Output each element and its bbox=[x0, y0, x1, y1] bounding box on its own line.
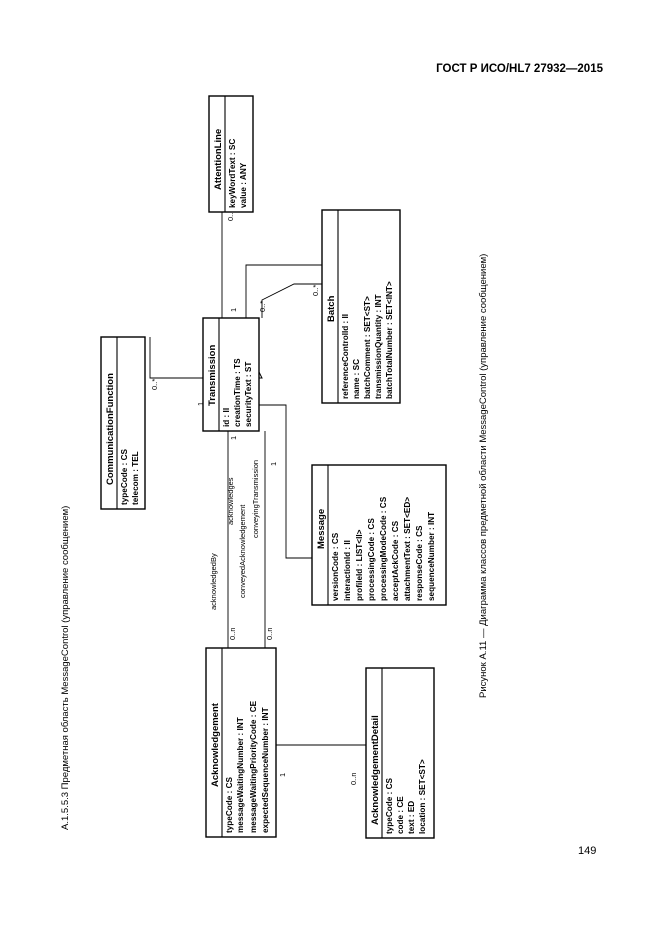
class-attribute: name : SC bbox=[352, 359, 361, 399]
class-attribute: referenceControlId : II bbox=[341, 314, 350, 399]
class-name: Transmission bbox=[207, 345, 218, 406]
class-acknowledgement-detail: AcknowledgementDetail typeCode : CS code… bbox=[365, 667, 435, 839]
class-attribute: batchTotalNumber : SET<INT> bbox=[385, 281, 394, 399]
class-communication-function: CommunicationFunction typeCode : CS tele… bbox=[100, 336, 146, 510]
class-attribute: interactionId : II bbox=[343, 540, 352, 601]
class-attribute: sequenceNumber : INT bbox=[427, 512, 436, 601]
multiplicity-label: 1 bbox=[196, 402, 205, 406]
role-labels: acknowledgedBy acknowledges conveyedAckn… bbox=[209, 460, 260, 610]
class-attribute: telecom : TEL bbox=[131, 451, 140, 505]
class-attribute: transmissionQuantity : INT bbox=[374, 294, 383, 399]
class-attribute: id : II bbox=[222, 408, 231, 427]
multiplicity-label: 0..n bbox=[226, 208, 235, 221]
class-attribute: value : ANY bbox=[239, 162, 248, 208]
class-attribute: messageWaitingNumber : INT bbox=[236, 717, 245, 833]
multiplicity-label: 0..n bbox=[228, 627, 237, 640]
role-conveying-transmission: conveyingTransmission bbox=[251, 460, 260, 538]
class-name: CommunicationFunction bbox=[105, 373, 116, 485]
class-name: Message bbox=[316, 509, 327, 549]
class-attention-line: AttentionLine keyWordText : SC value : A… bbox=[208, 95, 254, 213]
class-attribute: typeCode : CS bbox=[120, 449, 129, 505]
multiplicity-label: 0..* bbox=[150, 379, 159, 390]
class-attribute: batchComment : SET<ST> bbox=[363, 296, 372, 399]
multiplicity-label: 1 bbox=[229, 308, 238, 312]
class-attribute: processingModeCode : CS bbox=[379, 496, 388, 601]
class-name: Acknowledgement bbox=[210, 702, 221, 787]
class-name: Batch bbox=[326, 295, 337, 322]
multiplicity-label: 0..n bbox=[349, 772, 358, 785]
role-conveyed-acknowledgement: conveyedAcknowledgement bbox=[238, 504, 247, 598]
class-attribute: versionCode : CS bbox=[331, 532, 340, 601]
page-number: 149 bbox=[578, 845, 597, 857]
multiplicity-label: 1 bbox=[269, 462, 278, 466]
class-batch: Batch referenceControlId : II name : SC … bbox=[321, 209, 401, 404]
class-attribute: code : CE bbox=[396, 796, 405, 834]
association-lines bbox=[149, 212, 366, 746]
class-name: AttentionLine bbox=[213, 129, 224, 190]
class-message: Message versionCode : CS interactionId :… bbox=[311, 464, 447, 606]
class-acknowledgement: Acknowledgement typeCode : CS messageWai… bbox=[205, 647, 277, 838]
multiplicity-labels: 0..n 0..* 1 1 0..* 0..* 1 1 0..n 0..n 1 … bbox=[150, 208, 358, 785]
class-attribute: attachmentText : SET<ED> bbox=[403, 497, 412, 601]
communicationfunction-association bbox=[149, 337, 206, 379]
class-attribute: profileId : LIST<II> bbox=[355, 529, 364, 601]
multiplicity-label: 0..* bbox=[258, 301, 267, 312]
class-attribute: text : ED bbox=[407, 801, 416, 834]
class-attribute: securityText : ST bbox=[244, 362, 253, 427]
class-attribute: acceptAckCode : CS bbox=[391, 520, 400, 601]
class-name: AcknowledgementDetail bbox=[370, 715, 381, 825]
class-attribute: keyWordText : SC bbox=[228, 139, 237, 208]
multiplicity-label: 1 bbox=[229, 436, 238, 440]
role-acknowledged-by: acknowledgedBy bbox=[209, 553, 218, 610]
class-attribute: messageWaitingPriorityCode : CE bbox=[249, 700, 258, 833]
batch-composition bbox=[245, 264, 322, 318]
standard-header: ГОСТ Р ИСО/HL7 27932—2015 bbox=[436, 63, 603, 75]
class-attribute: typeCode : CS bbox=[225, 777, 234, 833]
multiplicity-label: 0..n bbox=[265, 627, 274, 640]
class-attribute: expectedSequenceNumber : INT bbox=[261, 707, 270, 833]
class-transmission: Transmission id : II creationTime : TS s… bbox=[202, 317, 260, 432]
batch-transmission-link bbox=[261, 283, 322, 318]
class-attribute: creationTime : TS bbox=[233, 358, 242, 427]
class-attribute: processingCode : CS bbox=[367, 518, 376, 601]
role-acknowledges: acknowledges bbox=[226, 477, 235, 525]
class-attribute: responseCode : CS bbox=[415, 525, 424, 601]
class-attribute: location : SET<ST> bbox=[418, 759, 427, 834]
multiplicity-label: 0..* bbox=[311, 285, 320, 296]
class-attribute: typeCode : CS bbox=[385, 778, 394, 834]
generalization-line bbox=[254, 378, 312, 559]
multiplicity-label: 1 bbox=[278, 773, 287, 777]
